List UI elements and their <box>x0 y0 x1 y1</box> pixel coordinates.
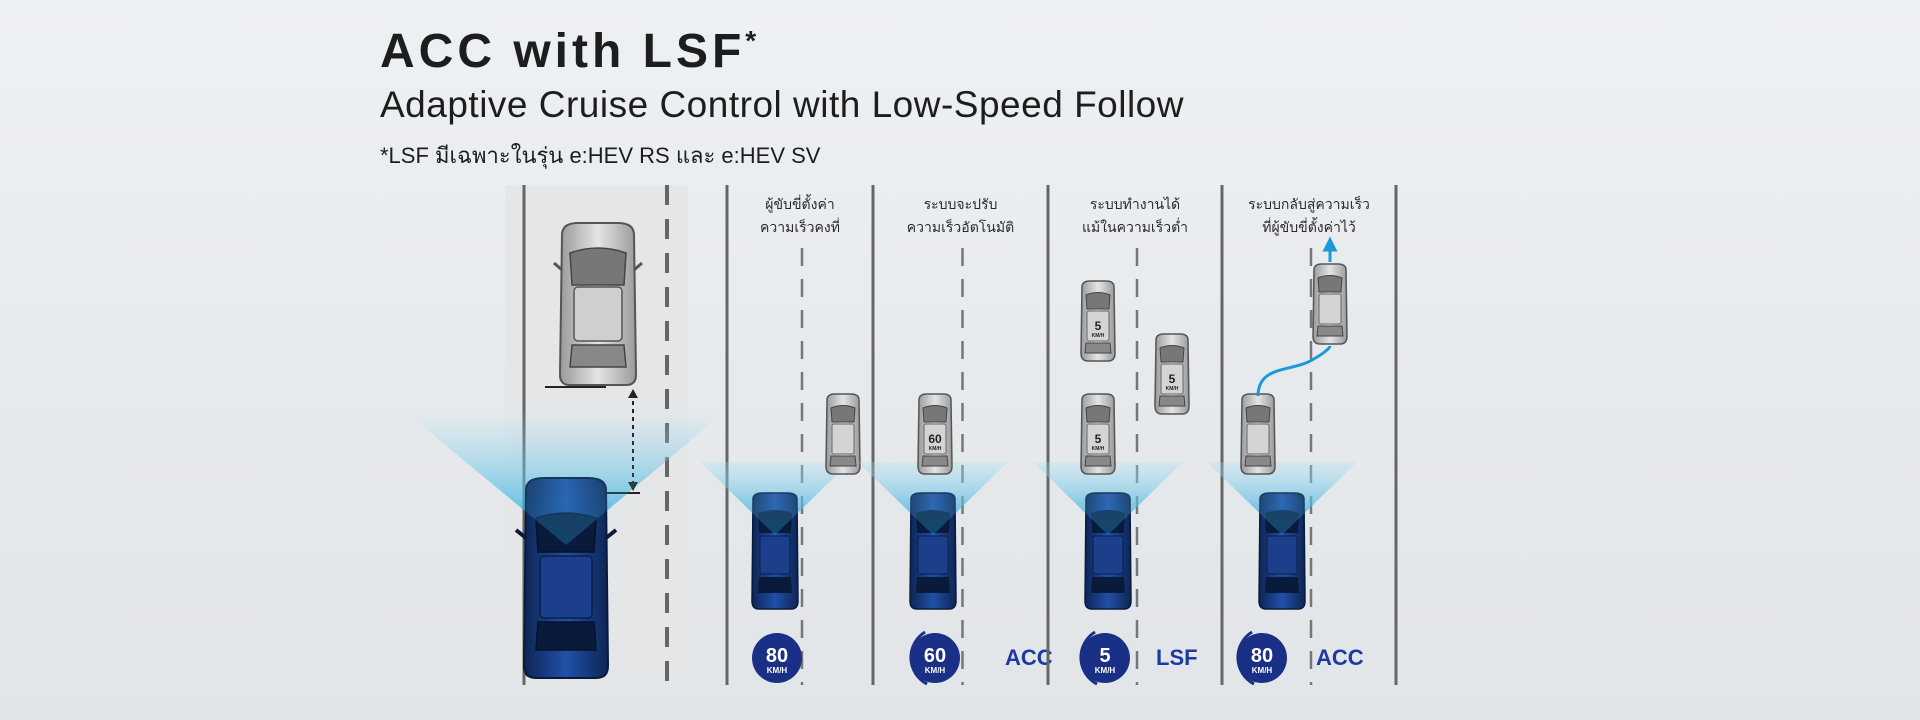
set-speed-unit: KM/H <box>925 666 946 675</box>
car-rear-window <box>1158 395 1186 407</box>
car-rear-window <box>921 455 949 467</box>
mode-label: LSF <box>1156 645 1198 670</box>
car-rear-window <box>1316 325 1344 337</box>
lead-speed-label: 5 <box>1095 432 1102 446</box>
set-speed-unit: KM/H <box>1095 666 1116 675</box>
caption-line-2: แม้ในความเร็วต่ำ <box>1082 218 1188 236</box>
car-roof <box>1086 310 1110 342</box>
lead-car <box>553 222 643 386</box>
caption-line-1: ระบบจะปรับ <box>924 197 998 213</box>
page-title: ACC with LSF* <box>380 24 760 79</box>
radar-beam-overlay <box>700 462 850 535</box>
car-roof <box>923 423 947 455</box>
car-rear-window <box>1084 455 1112 467</box>
caption-line-2: ความเร็วอัตโนมัติ <box>907 218 1014 236</box>
set-speed: 80 <box>1251 645 1273 667</box>
caption-line-1: ระบบกลับสู่ความเร็ว <box>1248 195 1370 213</box>
car-roof <box>1246 423 1270 455</box>
mode-label: ACC <box>1316 645 1364 670</box>
car-rear-window <box>1084 342 1112 354</box>
lead-car-ahead <box>1312 263 1348 345</box>
title-text: ACC with LSF <box>380 25 746 78</box>
scenario-panel-4: ระบบกลับสู่ความเร็วที่ผู้ขับขี่ตั้งค่าไว… <box>1207 185 1370 686</box>
lead-speed-unit: KM/H <box>1092 333 1105 339</box>
scenario-panel-2: ระบบจะปรับความเร็วอัตโนมัติ60KM/H60KM/HA… <box>858 185 1053 686</box>
car-windshield <box>1085 405 1111 423</box>
radar-beam-overlay <box>858 462 1008 535</box>
car-rear-window <box>758 577 792 593</box>
caption-line-1: ระบบทำงานได้ <box>1090 196 1180 213</box>
car-windshield <box>830 405 856 423</box>
lead-car: 5KM/H <box>1080 393 1116 475</box>
radar-beam-overlay <box>1033 462 1183 535</box>
car-rear-window <box>1091 577 1125 593</box>
car-windshield <box>922 405 948 423</box>
scenario-panels: ผู้ขับขี่ตั้งค่าความเร็วคงที่80KM/Hระบบจ… <box>700 185 1398 686</box>
radar-beam-overlay <box>403 410 727 545</box>
set-speed: 80 <box>766 645 788 667</box>
car-rear-window <box>829 455 857 467</box>
lead-speed-unit: KM/H <box>929 446 942 452</box>
car-changing-lane <box>1240 393 1276 475</box>
set-speed-unit: KM/H <box>767 666 788 675</box>
car-roof <box>759 535 791 575</box>
car-roof <box>1318 293 1342 325</box>
badge-circle <box>1237 633 1287 683</box>
mode-label: ACC <box>1005 645 1053 670</box>
caption-line-2: ที่ผู้ขับขี่ตั้งค่าไว้ <box>1262 217 1356 236</box>
car-windshield <box>1317 275 1343 293</box>
car-roof <box>1160 363 1184 395</box>
lead-speed-label: 5 <box>1169 372 1176 386</box>
set-speed: 5 <box>1099 645 1110 667</box>
caption-line-2: ความเร็วคงที่ <box>760 218 840 236</box>
car-roof <box>831 423 855 455</box>
main-road <box>403 185 727 685</box>
car-windshield <box>1159 345 1185 363</box>
availability-note: *LSF มีเฉพาะในรุ่น e:HEV RS และ e:HEV SV <box>380 143 821 168</box>
badge-circle <box>1080 633 1130 683</box>
badge-circle <box>752 633 802 683</box>
lead-speed-label: 60 <box>928 432 942 446</box>
set-speed: 60 <box>924 645 946 667</box>
lead-speed-unit: KM/H <box>1092 446 1105 452</box>
car-windshield <box>1245 405 1271 423</box>
car-windshield <box>1085 292 1111 310</box>
lead-car-adjacent-lane <box>825 393 861 475</box>
title-asterisk: * <box>745 25 761 56</box>
gap-arrow-up <box>628 389 638 398</box>
badge-circle <box>910 633 960 683</box>
radar-beam-overlay <box>1207 462 1357 535</box>
car-roof <box>1086 423 1110 455</box>
lead-speed-unit: KM/H <box>1166 386 1179 392</box>
car-rear-window <box>1265 577 1299 593</box>
car-rear-window <box>916 577 950 593</box>
caption-line-1: ผู้ขับขี่ตั้งค่า <box>765 194 834 213</box>
set-speed-unit: KM/H <box>1252 666 1273 675</box>
car-roof <box>917 535 949 575</box>
car-rear-window <box>1244 455 1272 467</box>
lane-change-path <box>1256 345 1332 397</box>
car-roof <box>1266 535 1298 575</box>
scenario-panel-3: ระบบทำงานได้แม้ในความเร็วต่ำ5KM/H5KM/H5K… <box>1033 185 1198 686</box>
car-adjacent-lane: 5KM/H <box>1154 333 1190 415</box>
lead-car-far: 5KM/H <box>1080 280 1116 362</box>
speed-badge: 5KM/H <box>1079 630 1130 686</box>
page-subtitle: Adaptive Cruise Control with Low-Speed F… <box>380 84 1184 125</box>
car-roof <box>1092 535 1124 575</box>
lead-speed-label: 5 <box>1095 319 1102 333</box>
